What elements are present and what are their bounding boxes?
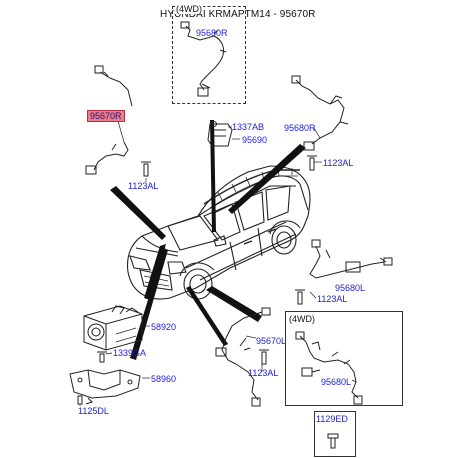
part-label-95680L-right[interactable]: 95680L [335,283,366,293]
part-label-1123AL-bottom[interactable]: 1123AL [248,368,279,378]
callout-wedges [110,120,306,360]
part-label-58920[interactable]: 58920 [151,322,177,332]
part-label-95670R[interactable]: 95670R [87,110,125,122]
page-title: HYUNDAI KRMAPTM14 - 95670R [160,9,316,20]
part-label-1123AL-left[interactable]: 1123AL [128,181,159,191]
part-label-95680R-right[interactable]: 95680R [284,123,316,133]
group-frame-bottom-4wd [285,311,403,406]
part-box-1129ED [314,411,356,457]
group-label-bottom-4wd: (4WD) [289,314,315,324]
part-label-95680L-bottom[interactable]: 95680L [321,377,352,387]
part-label-1123AL-mid[interactable]: 1123AL [317,294,348,304]
part-label-1337AB[interactable]: 1337AB [232,122,265,132]
group-label-top-4wd: (4WD) [175,4,203,14]
part-label-1339GA[interactable]: 1339GA [113,348,147,358]
sensor-wiring [69,21,393,449]
part-label-1129ED[interactable]: 1129ED [316,414,348,424]
part-label-95690[interactable]: 95690 [242,135,268,145]
leader-lines [79,120,357,406]
part-label-1123AL-right[interactable]: 1123AL [323,158,354,168]
part-label-95670L[interactable]: 95670L [256,336,287,346]
part-label-58960[interactable]: 58960 [151,374,177,384]
part-label-95680R-top[interactable]: 95680R [196,28,228,38]
car-body-icon [126,165,311,300]
part-label-1125DL[interactable]: 1125DL [78,406,109,416]
group-frame-top-4wd [172,6,246,104]
